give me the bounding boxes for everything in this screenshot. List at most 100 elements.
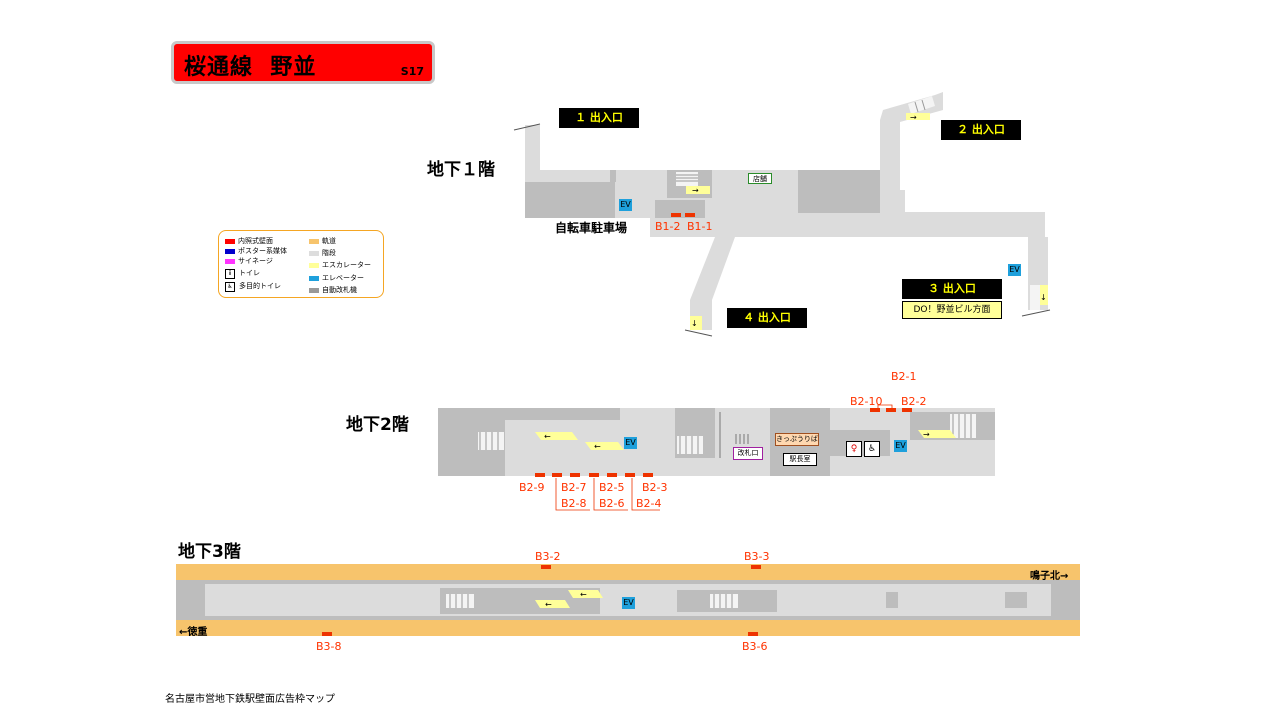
slot-b1-2-marker: [671, 213, 681, 217]
slot-b1-1-marker: [685, 213, 695, 217]
station-office-label: 駅長室: [783, 453, 817, 466]
b2-ticket-gates: [719, 412, 749, 458]
legend-item-elevator: エレベーター: [309, 274, 364, 283]
b2-escalator-1-arrow: ←: [544, 432, 551, 441]
slot-b3-3-marker: [751, 565, 761, 569]
exit2-stair: [908, 96, 935, 114]
toilet-icon: ⅱ: [225, 269, 235, 279]
slot-b3-2-marker: [541, 565, 551, 569]
slot-b2-6-label: B2-6: [599, 497, 625, 510]
b3-escalator-1-arrow: ←: [580, 590, 587, 599]
slot-b2-8-label: B2-8: [561, 497, 587, 510]
exit1-corridor: [525, 125, 540, 170]
b3-stair: [446, 594, 474, 608]
legend-item-ticket-gate: 自動改札機: [309, 286, 357, 295]
exit3-escalator-arrow: ↓: [1040, 293, 1047, 302]
slot-b3-6-label: B3-6: [742, 640, 768, 653]
ticket-gate-label: 改札口: [733, 447, 763, 460]
direction-left-label: ←徳重: [179, 627, 208, 638]
legend-item-accessible-toilet: ♿多目的トイレ: [225, 282, 281, 292]
slot-b2-4-marker: [625, 473, 635, 477]
b1-shop-block: [798, 170, 880, 213]
b2-stair-east: [950, 414, 976, 438]
exit4-escalator: [690, 316, 702, 330]
exit-3-destination: DO！野並ビル方面: [902, 301, 1002, 319]
station-code: S17: [400, 65, 424, 78]
exit3-escalator: [1040, 285, 1048, 305]
slot-b3-2-label: B3-2: [535, 550, 561, 563]
b2-elevator-west: EV: [624, 437, 637, 449]
exit3-stair-edge: [1021, 309, 1051, 317]
legend-item-track: 軌道: [309, 237, 336, 246]
b2-stair-center: [677, 436, 703, 454]
slot-b2-8-marker: [552, 473, 562, 477]
slot-b2-1-label: B2-1: [891, 370, 917, 383]
b2-escalator-east-arrow: →: [923, 430, 930, 439]
accessible-toilet-icon: ♿: [225, 282, 235, 292]
footer-caption: 名古屋市営地下鉄駅壁面広告枠マップ: [165, 694, 335, 705]
slot-b3-6-marker: [748, 632, 758, 636]
b2-escalator-east: [918, 430, 956, 438]
b3-escalator-2: [535, 600, 570, 608]
b3-pillar: [886, 592, 898, 608]
b2-escalator-2-arrow: ←: [594, 442, 601, 451]
b2-4-leader: [631, 478, 660, 511]
slot-b2-10-label: B2-10: [850, 395, 883, 408]
b1-elevator: EV: [619, 199, 632, 211]
slot-b2-5-label: B2-5: [599, 481, 625, 494]
track-north: [176, 564, 1080, 580]
slot-b2-9-label: B2-9: [519, 481, 545, 494]
slot-b2-1-marker: [886, 408, 896, 412]
floor-label-b2: 地下2階: [346, 415, 409, 435]
exit-3-label: ３ 出入口: [902, 279, 1002, 299]
exit1-stair-edge: [513, 123, 541, 131]
slot-b2-7-label: B2-7: [561, 481, 587, 494]
slot-b2-6-marker: [589, 473, 599, 477]
exit-4-label: ４ 出入口: [727, 308, 807, 328]
track-south: [176, 620, 1080, 636]
b3-elevator: EV: [622, 597, 635, 609]
b2-stair-west: [478, 432, 504, 450]
slot-b3-8-label: B3-8: [316, 640, 342, 653]
b2-8-leader: [555, 478, 590, 511]
station-title: 桜通線 野並: [184, 49, 316, 81]
bike-parking-label: 自転車駐車場: [555, 221, 628, 235]
b1-escalator: [686, 186, 710, 194]
shop-label: 店舗: [748, 173, 772, 184]
exit4-escalator-arrow: ↓: [691, 319, 698, 328]
slot-b2-5-marker: [607, 473, 617, 477]
b1-stair: [676, 172, 698, 186]
direction-right-label: 鳴子北→: [1030, 571, 1069, 582]
b1-concourse: [525, 170, 1045, 237]
slot-b1-1-label: B1-1: [687, 220, 713, 233]
exit4-corridor: [690, 237, 735, 330]
slot-b2-3-label: B2-3: [642, 481, 668, 494]
b2-6-leader: [593, 478, 628, 511]
slot-b1-2-label: B1-2: [655, 220, 681, 233]
legend-item-poster: ポスター系媒体: [225, 247, 287, 256]
b2-elevator-east: EV: [894, 440, 907, 452]
b2-escalator-2: [585, 442, 624, 450]
exit4-stair-edge: [684, 329, 713, 337]
legend-item-internal-wall: 内照式壁面: [225, 237, 273, 246]
toilet-icon: ♀: [846, 441, 862, 457]
slot-b2-10-marker: [870, 408, 880, 412]
slot-b2-7-marker: [570, 473, 580, 477]
slot-b2-9-marker: [535, 473, 545, 477]
b1-pillar: [610, 170, 616, 182]
exit-2-label: ２ 出入口: [941, 120, 1021, 140]
bike-parking-area: [525, 182, 615, 218]
ticket-office-label: きっぷうりば: [775, 433, 819, 446]
legend-item-stairs: 階段: [309, 249, 336, 258]
exit2-escalator-arrow: →: [910, 113, 917, 122]
slot-b2-3-marker: [643, 473, 653, 477]
b3-stair-east: [710, 594, 738, 608]
slot-b2-2-marker: [902, 408, 912, 412]
accessible-toilet-icon: ♿: [864, 441, 880, 457]
slot-b2-4-label: B2-4: [636, 497, 662, 510]
floor-label-b1: 地下１階: [427, 160, 495, 180]
b1-escalator-arrow: →: [692, 186, 699, 195]
